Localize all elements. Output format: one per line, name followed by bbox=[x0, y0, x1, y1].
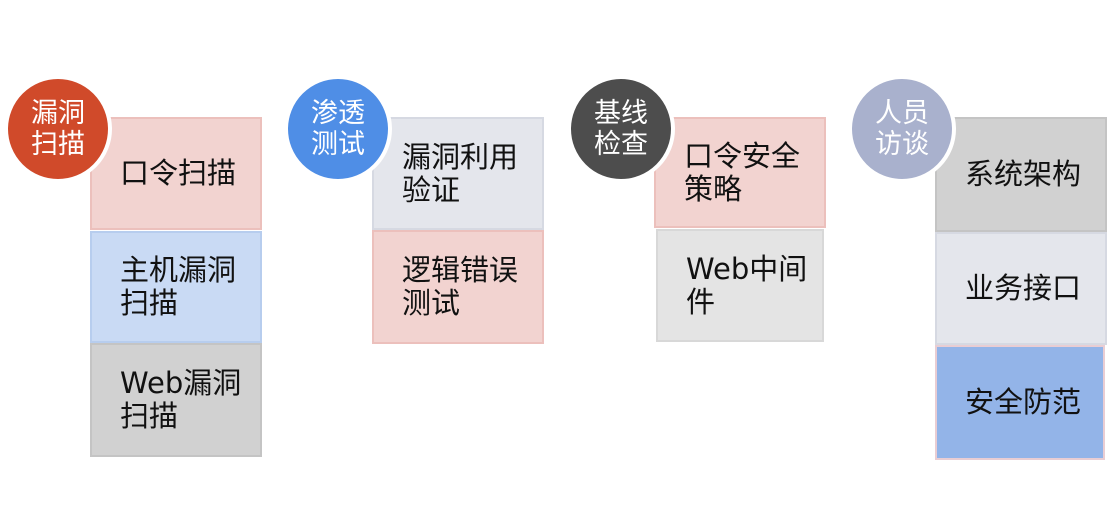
item-box-web-vuln-scan: Web漏洞扫描 bbox=[90, 343, 262, 457]
category-circle-vuln-scan: 漏洞扫描 bbox=[4, 75, 112, 183]
item-label: 漏洞利用验证 bbox=[402, 139, 519, 207]
item-label: 口令安全策略 bbox=[684, 138, 801, 206]
item-box-exploit-verify: 漏洞利用验证 bbox=[372, 117, 544, 230]
item-box-security-prevention: 安全防范 bbox=[935, 345, 1105, 460]
category-title: 基线检查 bbox=[594, 98, 648, 160]
item-label: 口令扫描 bbox=[120, 156, 237, 190]
item-box-logic-test: 逻辑错误测试 bbox=[372, 230, 544, 344]
item-box-host-vuln-scan: 主机漏洞扫描 bbox=[90, 231, 262, 343]
item-label: Web中间件 bbox=[686, 251, 808, 319]
category-circle-baseline-check: 基线检查 bbox=[567, 75, 675, 183]
item-box-password-scan: 口令扫描 bbox=[90, 117, 262, 230]
category-circle-pentest: 渗透测试 bbox=[284, 75, 392, 183]
item-label: 逻辑错误测试 bbox=[402, 253, 519, 320]
item-label: 业务接口 bbox=[965, 271, 1082, 305]
category-title: 人员访谈 bbox=[875, 98, 929, 160]
item-box-system-architecture: 系统架构 bbox=[935, 117, 1107, 232]
item-label: Web漏洞扫描 bbox=[120, 366, 242, 433]
category-title: 渗透测试 bbox=[311, 98, 365, 160]
item-box-web-middleware: Web中间件 bbox=[656, 229, 824, 342]
category-title: 漏洞扫描 bbox=[31, 98, 85, 160]
item-label: 安全防范 bbox=[965, 385, 1082, 419]
item-box-business-interface: 业务接口 bbox=[935, 232, 1107, 345]
item-label: 主机漏洞扫描 bbox=[120, 253, 237, 320]
category-circle-interview: 人员访谈 bbox=[848, 75, 956, 183]
item-label: 系统架构 bbox=[965, 157, 1082, 191]
item-box-password-policy: 口令安全策略 bbox=[654, 117, 826, 228]
